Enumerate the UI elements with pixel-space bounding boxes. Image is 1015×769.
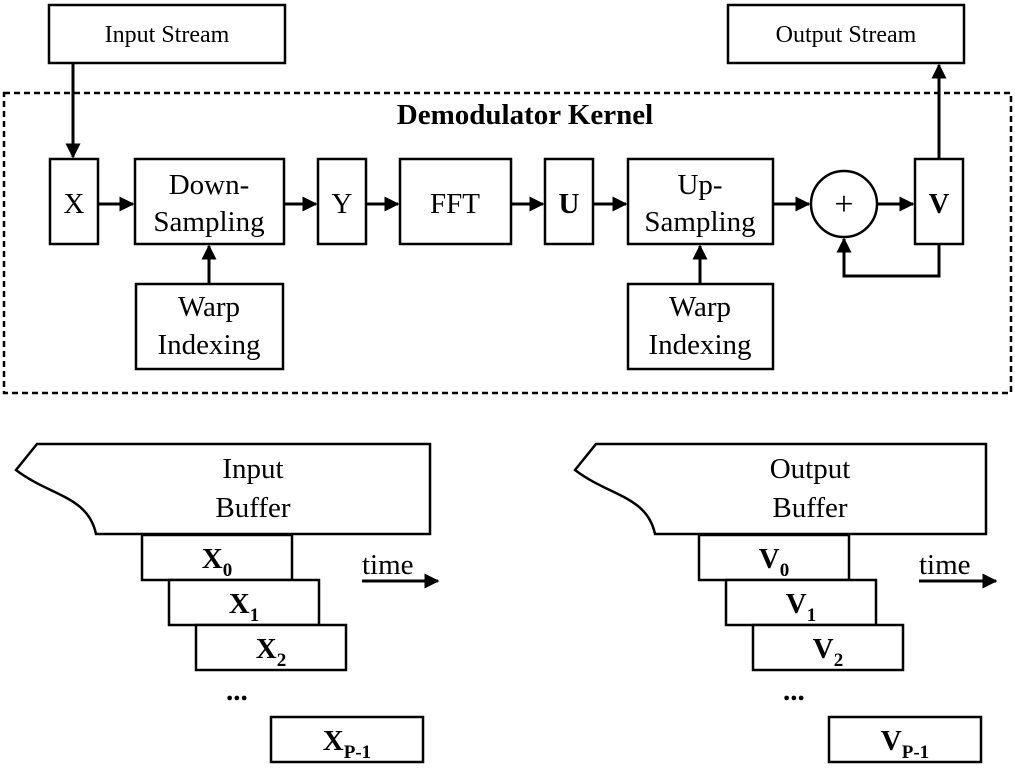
input-buffer-item-1-base: X [229,588,250,620]
input-buffer-item-last: XP-1 [323,725,371,763]
input-buffer-item-box-2 [194,623,348,672]
downsampling-block: Down- Sampling [133,157,286,246]
input-buffer-label-line1: Input [222,453,283,485]
output-buffer-item-box-2 [751,623,905,672]
connectors [65,63,947,284]
input-buffer-item-box-0 [140,533,294,582]
upsampling-block: Up- Sampling [626,157,775,246]
input-buffer-item-0-base: X [202,543,223,575]
input-buffer-label-line2: Buffer [215,492,291,524]
input-time-label: time [362,549,414,581]
output-buffer-item-0-subscript: 0 [780,560,790,581]
input-buffer-item-last-base: X [323,725,344,757]
input-buffer-shape [14,442,432,536]
input-stream-block: Input Stream [47,3,287,65]
output-stream-block: Output Stream [726,3,966,65]
output-buffer-shape [573,442,988,536]
output-buffer-item-last-base: V [881,725,902,757]
output-buffer-item-2-base: V [813,633,834,665]
y-label: Y [332,188,353,220]
output-buffer-item-1-subscript: 1 [807,605,817,626]
downsampling-label-line1: Down- [169,169,250,201]
warp-left-label-line1: Warp [178,291,240,323]
x-block: X [48,157,100,246]
warp-right-label-line2: Indexing [648,329,751,361]
v-label: V [929,188,950,220]
output-time-label: time [919,549,971,581]
kernel-boundary [2,91,1013,395]
output-buffer-item-last-subscript: P-1 [902,742,929,763]
input-buffer-item-0-subscript: 0 [223,560,233,581]
output-buffer-ellipsis: ... [783,675,805,707]
output-buffer: Output Buffer time [573,442,998,589]
input-buffer-item-last-subscript: P-1 [344,742,371,763]
y-block: Y [316,157,368,246]
output-buffer-item-box-last [827,715,983,764]
input-buffer-ellipsis: ... [226,675,248,707]
warp-indexing-left-block: Warp Indexing [134,282,285,371]
v-block: V [913,157,965,246]
warp-indexing-right-block: Warp Indexing [626,282,775,371]
input-buffer-item-1-subscript: 1 [250,605,260,626]
output-stream-label: Output Stream [776,22,917,48]
fft-label: FFT [430,188,480,220]
adder-symbol: + [834,186,853,223]
output-buffer-item-last: VP-1 [881,725,929,763]
input-buffer-item-box-last [269,715,425,764]
output-buffer-item-1: V1 [786,588,816,626]
input-buffer: Input Buffer time [14,442,440,589]
input-buffer-item-2-subscript: 2 [277,650,287,671]
upsampling-label-line2: Sampling [644,206,755,238]
warp-right-label-line1: Warp [669,291,731,323]
fft-block: FFT [398,157,513,246]
input-buffer-item-0: X0 [202,543,232,581]
u-label: U [559,188,580,220]
output-buffer-item-2: V2 [813,633,843,671]
output-buffer-item-0: V0 [759,543,789,581]
input-buffer-item-2-base: X [256,633,277,665]
output-buffer-item-2-subscript: 2 [834,650,844,671]
downsampling-label-line2: Sampling [153,206,264,238]
x-label: X [64,188,85,220]
input-stream-label: Input Stream [105,22,230,48]
input-buffer-item-1: X1 [229,588,259,626]
output-buffer-item-box-1 [724,578,878,627]
output-buffer-item-1-base: V [786,588,807,620]
upsampling-label-line1: Up- [677,169,722,201]
output-buffer-label-line2: Buffer [772,492,848,524]
u-block: U [543,157,595,246]
adder-block: + [809,169,879,239]
kernel-title: Demodulator Kernel [397,99,653,131]
output-buffer-label-line1: Output [770,453,851,485]
input-buffer-item-2: X2 [256,633,286,671]
warp-left-label-line2: Indexing [157,329,260,361]
output-buffer-item-0-base: V [759,543,780,575]
output-buffer-item-box-0 [697,533,851,582]
input-buffer-item-box-1 [167,578,321,627]
